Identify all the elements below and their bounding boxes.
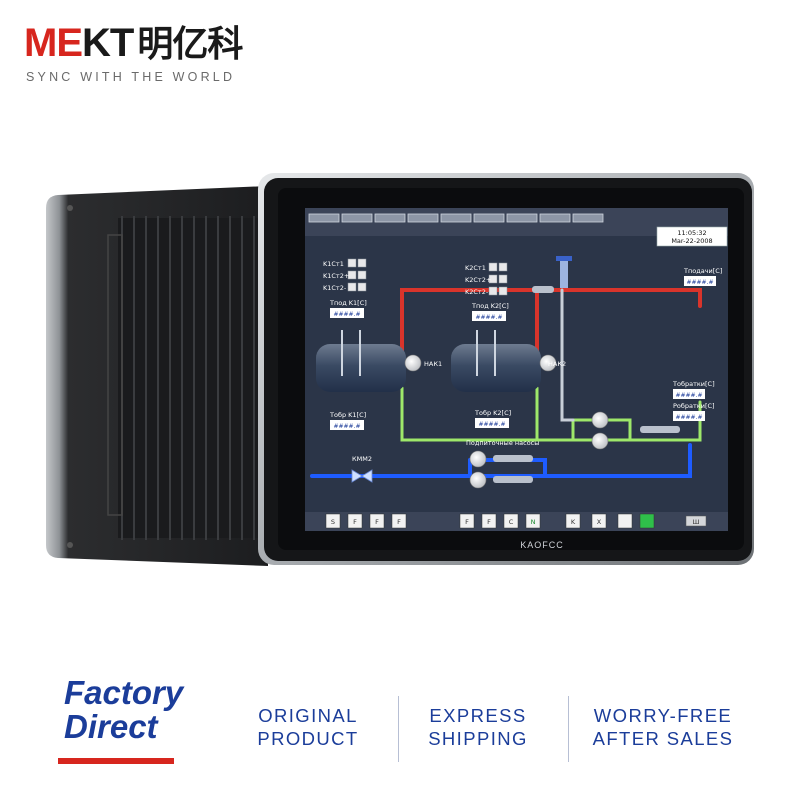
label-tobr2: Тобр K2[C] [474, 409, 511, 417]
label-k1c2p: K1Cт2+ [323, 272, 349, 280]
pump-icon-circulation-1[interactable] [591, 411, 609, 429]
readout-boxes: ####.# ####.# ####.# ####.# ####.# ####.… [330, 276, 716, 430]
pump-icon-hak2[interactable] [539, 354, 557, 372]
readout-tpod1: ####.# [333, 311, 360, 318]
hmi-button-f3[interactable] [391, 513, 407, 529]
hmi-screen[interactable]: 11:05:32 Mar-22-2008 [305, 208, 728, 531]
svg-text:F: F [487, 518, 491, 526]
label-robratki: Робратки[C] [673, 402, 715, 410]
label-pumps: Подпиточные насосы [466, 439, 539, 447]
svg-text:C: C [509, 518, 514, 526]
product-image: 11:05:32 Mar-22-2008 [46, 173, 754, 566]
hmi-button-f4[interactable] [459, 513, 475, 529]
factory-direct-title: Factory Direct [64, 676, 183, 744]
hmi-button-f2[interactable] [369, 513, 385, 529]
hmi-button-f5[interactable] [481, 513, 497, 529]
readout-tobr2: ####.# [478, 421, 505, 428]
svg-text:F: F [465, 518, 469, 526]
svg-text:X: X [597, 518, 602, 526]
label-hak2: НАК2 [548, 360, 566, 368]
label-tpodachi: Тподачи[C] [683, 267, 722, 275]
label-hak1: НАК1 [424, 360, 442, 368]
hmi-button-f1[interactable] [347, 513, 363, 529]
divider [398, 696, 399, 762]
hmi-top-button-1[interactable] [308, 213, 340, 223]
hmi-top-button-7[interactable] [506, 213, 538, 223]
pump-icon-hak1[interactable] [404, 354, 422, 372]
hmi-bottom-buttons[interactable]: S F F F F F C N K X Ш [325, 513, 707, 529]
hmi-labels: K1Cт1 K1Cт2+ K1Cт2- K2Cт1 K2Cт2+ K2Cт2- … [323, 260, 722, 463]
label-k1c2m: K1Cт2- [323, 284, 347, 292]
readout-tpodachi: ####.# [686, 279, 713, 286]
svg-text:F: F [397, 518, 401, 526]
label-tobratki: Тобратки[C] [672, 380, 715, 388]
hmi-button-blank[interactable] [617, 513, 633, 529]
label-tpod1: Тпод K1[C] [329, 299, 367, 307]
hmi-clock [656, 226, 728, 247]
hmi-clock-date: Mar-22-2008 [671, 237, 712, 245]
hmi-top-button-9[interactable] [572, 213, 604, 223]
hmi-button-n[interactable] [525, 513, 541, 529]
boiler-tank-1 [316, 330, 406, 392]
svg-text:S: S [331, 518, 335, 526]
hmi-clock-time: 11:05:32 [677, 229, 706, 237]
label-k2c2p: K2Cт2+ [465, 276, 491, 284]
hmi-button-green[interactable] [639, 513, 655, 529]
readout-robratki: ####.# [675, 414, 702, 421]
label-k1c1: K1Cт1 [323, 260, 344, 268]
brand-tagline: SYNC WITH THE WORLD [26, 70, 236, 84]
hmi-button-k[interactable] [565, 513, 581, 529]
divider [568, 696, 569, 762]
hmi-button-x[interactable] [591, 513, 607, 529]
feature-worry-free: WORRY-FREE AFTER SALES [592, 705, 734, 749]
svg-text:K: K [571, 518, 576, 526]
hmi-top-buttons[interactable] [308, 213, 604, 223]
direct-label: Direct [64, 708, 158, 745]
boiler-tank-2 [451, 330, 541, 392]
hmi-button-c[interactable] [503, 513, 519, 529]
heatsink-fins [118, 216, 268, 540]
pump-icon-makeup-2[interactable] [469, 471, 487, 489]
accent-bar [58, 758, 174, 764]
factory-label: Factory [64, 674, 184, 711]
readout-tobratki: ####.# [675, 392, 702, 399]
label-k2c1: K2Cт1 [465, 264, 486, 272]
hmi-top-button-3[interactable] [374, 213, 406, 223]
label-tobr1: Тобр K1[C] [329, 411, 366, 419]
hmi-top-button-4[interactable] [407, 213, 439, 223]
svg-text:Ш: Ш [693, 518, 700, 526]
readout-tobr1: ####.# [333, 423, 360, 430]
feature-original-product: ORIGINAL PRODUCT [257, 705, 359, 749]
filter-icons [493, 286, 680, 483]
motor-icon-top [556, 256, 572, 288]
svg-text:N: N [531, 518, 536, 526]
feature-footer: Factory Direct ORIGINAL PRODUCT EXPRESS … [0, 670, 800, 780]
label-kmm2: КММ2 [352, 455, 372, 463]
device-logo: KAOFCC [520, 540, 564, 550]
hmi-button-menu[interactable] [685, 515, 707, 527]
hmi-top-button-5[interactable] [440, 213, 472, 223]
pump-icon-circulation-2[interactable] [591, 432, 609, 450]
label-tpod2: Тпод K2[C] [471, 302, 509, 310]
status-indicators [347, 258, 508, 296]
hmi-top-button-8[interactable] [539, 213, 571, 223]
svg-text:F: F [375, 518, 379, 526]
valve-icon-kmm2[interactable] [351, 469, 373, 483]
hmi-button-s[interactable] [325, 513, 341, 529]
hmi-top-button-6[interactable] [473, 213, 505, 223]
svg-text:F: F [353, 518, 357, 526]
label-k2c2m: K2Cт2- [465, 288, 489, 296]
readout-tpod2: ####.# [475, 314, 502, 321]
hmi-top-button-2[interactable] [341, 213, 373, 223]
feature-express-shipping: EXPRESS SHIPPING [428, 705, 528, 749]
rear-panel [46, 186, 268, 566]
pump-icon-makeup-1[interactable] [469, 450, 487, 468]
